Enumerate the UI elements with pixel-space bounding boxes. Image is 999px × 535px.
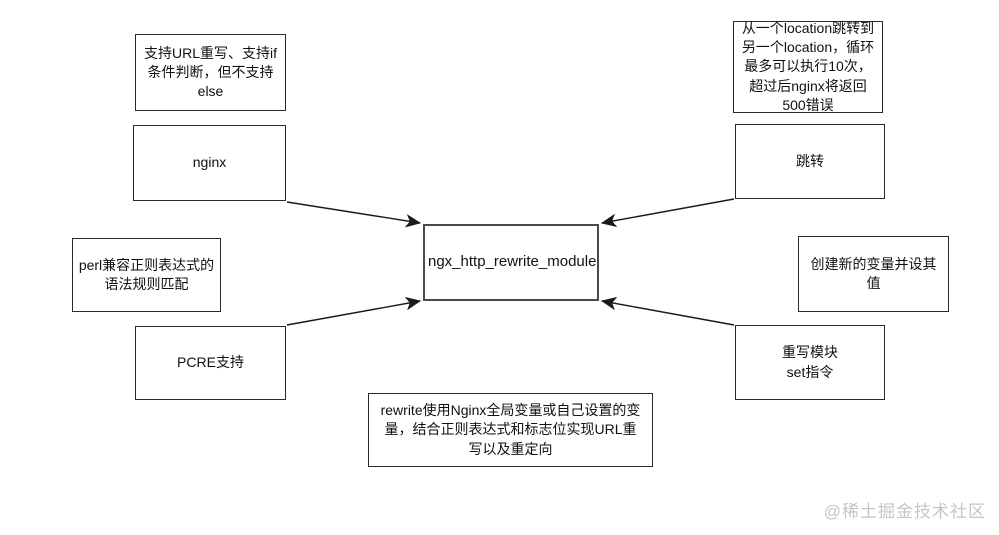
node-pcre-support: PCRE支持 [135, 326, 286, 400]
node-rewrite-description-note-label: rewrite使用Nginx全局变量或自己设置的变 量，结合正则表达式和标志位实… [380, 402, 641, 457]
arrow-pcre-to-center [286, 296, 422, 326]
node-rewrite-module-set-directive-label: 重写模块 set指令 [782, 344, 838, 380]
node-location-jump-note-label: 从一个location跳转到 另一个location，循环 最多可以执行10次，… [741, 19, 875, 113]
node-rewrite-description-note: rewrite使用Nginx全局变量或自己设置的变 量，结合正则表达式和标志位实… [368, 393, 653, 467]
node-location-jump-note: 从一个location跳转到 另一个location，循环 最多可以执行10次，… [733, 19, 883, 113]
node-perl-regex-note-label: perl兼容正则表达式的 语法规则匹配 [78, 256, 215, 292]
node-url-rewrite-note: 支持URL重写、支持if 条件判断，但不支持 else [135, 34, 286, 111]
node-pcre-support-label: PCRE支持 [177, 354, 244, 371]
arrow-jump-to-center [600, 198, 735, 228]
node-set-variable-note-label: 创建新的变量并设其 值 [810, 255, 937, 291]
node-perl-regex-note: perl兼容正则表达式的 语法规则匹配 [72, 238, 221, 312]
node-jump-label: 跳转 [796, 152, 824, 169]
arrow-nginx-to-center [286, 201, 422, 228]
watermark: @稀土掘金技术社区 [823, 502, 986, 521]
node-set-variable-note: 创建新的变量并设其 值 [798, 236, 949, 312]
node-center-rewrite-module-label: ngx_http_rewrite_module [428, 253, 597, 271]
node-center-rewrite-module: ngx_http_rewrite_module [423, 224, 599, 301]
node-nginx: nginx [133, 125, 286, 201]
node-jump: 跳转 [735, 124, 885, 199]
arrow-setdir-to-center [600, 296, 735, 326]
node-url-rewrite-note-label: 支持URL重写、支持if 条件判断，但不支持 else [143, 44, 277, 100]
node-nginx-label: nginx [192, 154, 227, 171]
node-rewrite-module-set-directive: 重写模块 set指令 [735, 325, 885, 400]
